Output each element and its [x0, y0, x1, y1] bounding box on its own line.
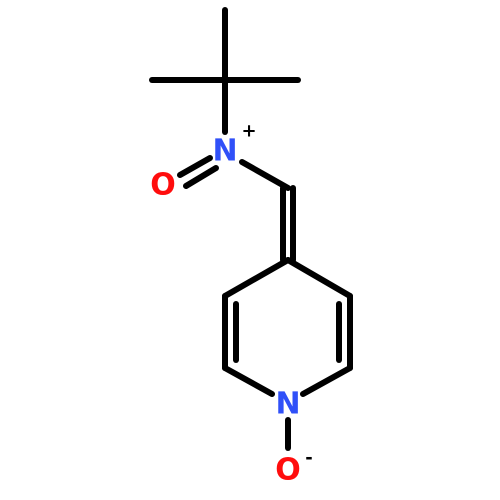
bond-ring-c4-c5	[285, 257, 353, 299]
atom-nitrone-nitrogen-charge: +	[241, 121, 256, 142]
atom-oxide-oxygen: O	[275, 453, 301, 488]
bond-ring-c6-n	[300, 365, 353, 397]
bond-nitrone-n-o-b	[183, 165, 219, 189]
atom-pyridine-nitrogen: N	[275, 387, 300, 422]
atom-oxide-oxygen-charge: -	[305, 448, 312, 469]
bond-ring-c2-n	[222, 365, 275, 397]
atom-nitrone-oxygen: O	[150, 168, 176, 203]
atom-nitrone-nitrogen: N	[212, 134, 237, 169]
bond-nitrone-n-ch	[239, 159, 291, 191]
bond-nitrone-n-o-a	[177, 155, 213, 178]
bond-ring-c4-c3	[222, 257, 291, 299]
